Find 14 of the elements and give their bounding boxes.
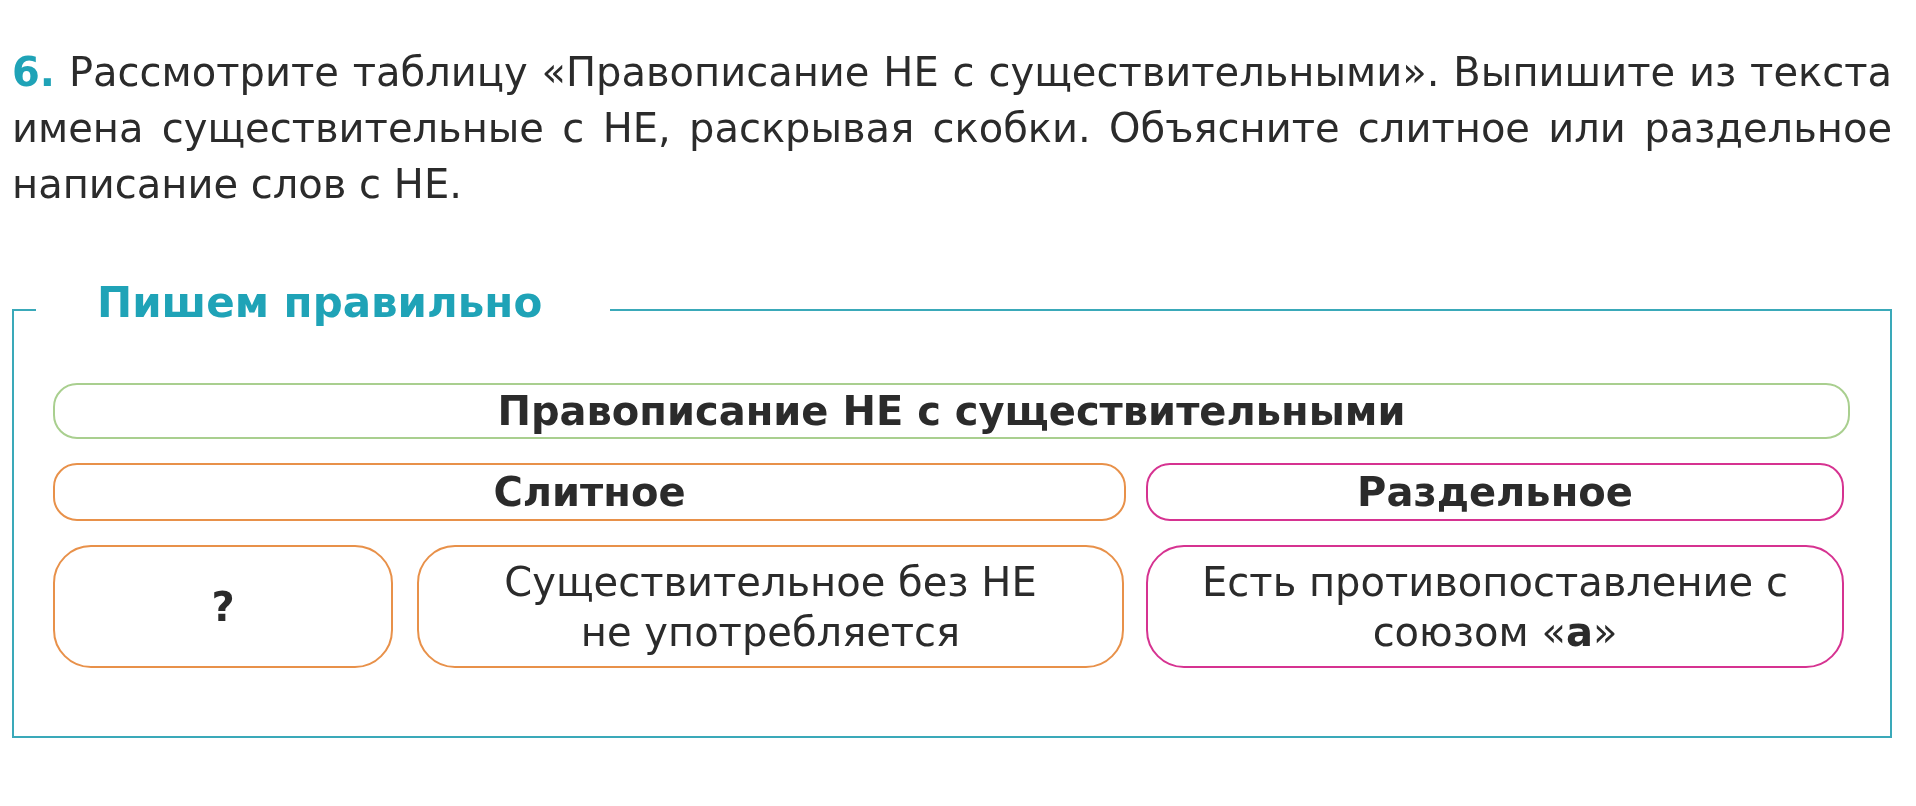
rule-card — [417, 545, 1124, 668]
rule-text: ? — [211, 582, 235, 632]
table-header — [53, 383, 1850, 439]
header-text: Правописание НЕ с существительными — [497, 387, 1406, 436]
rule-card — [53, 545, 393, 668]
category-header — [53, 463, 1126, 521]
category-text: Раздельное — [1357, 468, 1633, 517]
task-text: 6. Рассмотрите таблицу «Правописание НЕ с существительными». Выпишите из текста имена существительные с НЕ, раскрывая скобки. Объясните слитное или раздельное написание слов с НЕ. — [12, 48, 1892, 209]
frame-heading: Пишем правильно — [97, 277, 543, 329]
rule-card — [1146, 545, 1844, 668]
category-text: Слитное — [493, 468, 686, 517]
category-header — [1146, 463, 1844, 521]
rule-text: Существительное без НЕ не употребляется — [503, 557, 1038, 657]
rule-text: Есть противопоставление с союзом «а» — [1201, 557, 1789, 657]
